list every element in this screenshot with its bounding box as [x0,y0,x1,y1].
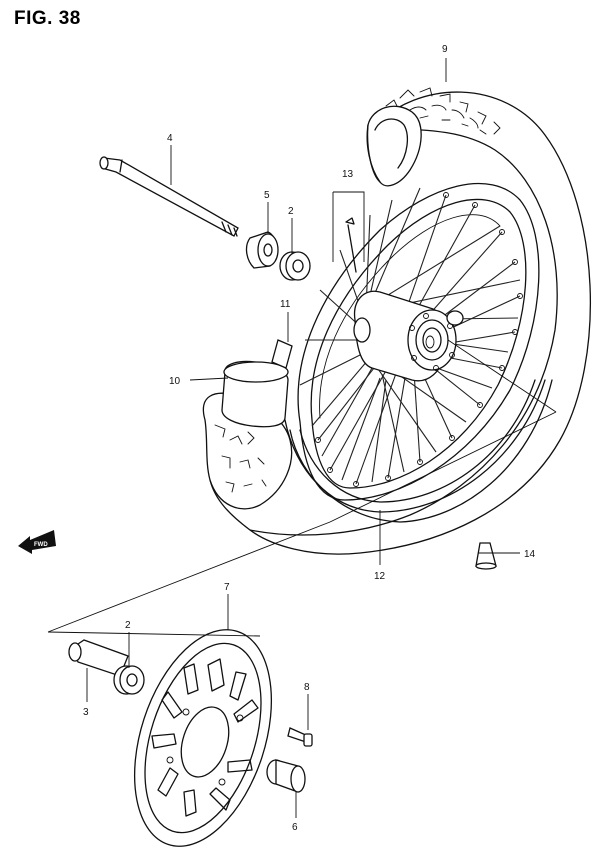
bearing-top [279,251,311,281]
figure-title: FIG. 38 [14,8,81,29]
callout-13: 13 [342,169,354,180]
fwd-arrow-icon [18,530,56,554]
callout-12: 12 [374,571,386,582]
spoke-part [345,217,357,273]
tube [202,360,293,510]
bearing-bottom [113,665,145,695]
callout-10: 10 [169,376,181,387]
callout-6: 6 [292,822,298,833]
leader-lines [47,58,557,818]
callout-numbers: 9 4 13 5 2 11 10 12 14 7 2 3 8 6 [83,44,536,833]
callout-9: 9 [442,44,448,55]
axle [99,156,239,237]
valve-cap [475,542,497,570]
callout-4: 4 [167,133,173,144]
fwd-label: FWD [34,542,48,548]
brake-disc [133,629,273,847]
callout-7: 7 [224,582,230,593]
hub [353,290,464,382]
callout-5: 5 [264,190,270,201]
callout-11: 11 [280,299,291,310]
callout-2-top: 2 [288,206,294,217]
disc-bolt [287,727,313,747]
callout-2-bottom: 2 [125,620,131,631]
fwd-badge: FWD [18,530,56,554]
rim-band [289,379,553,523]
collar [266,759,306,793]
valve [271,339,293,369]
callout-3: 3 [83,707,89,718]
callout-8: 8 [304,682,310,693]
spacer-top [245,231,279,269]
spacer-bottom [68,639,129,677]
callout-14: 14 [524,549,536,560]
tire [209,87,591,555]
